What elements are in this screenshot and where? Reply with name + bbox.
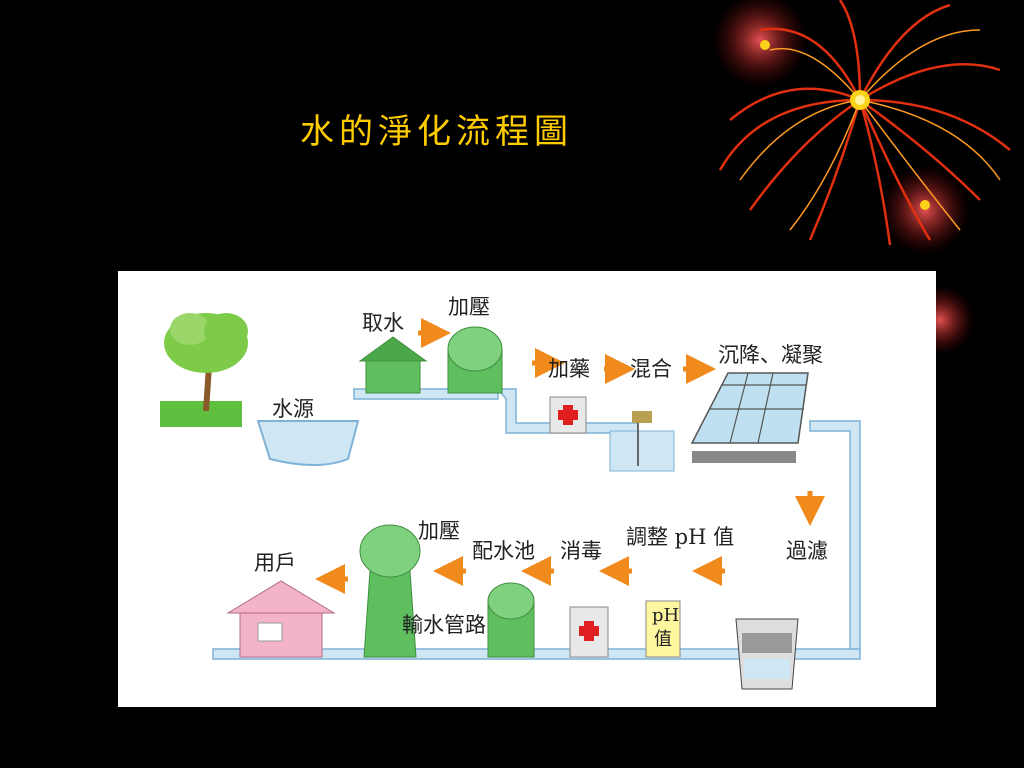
flow-arrows (315, 318, 825, 594)
intake-building (358, 336, 428, 394)
disinfection-box (569, 606, 609, 658)
label-distribution-reservoir: 配水池 (472, 539, 535, 563)
distribution-tank (487, 582, 535, 658)
label-intake: 取水 (362, 311, 404, 335)
user-house-icon (226, 580, 336, 658)
mixing-tank (609, 411, 675, 472)
chemical-box (549, 396, 587, 434)
filtration-tank (735, 618, 799, 690)
tree-icon (160, 313, 248, 427)
label-filtration: 過濾 (786, 539, 828, 563)
label-disinfection: 消毒 (560, 539, 602, 563)
page-title: 水的淨化流程圖 (300, 112, 573, 152)
label-pipeline: 輸水管路 (402, 613, 486, 637)
purification-diagram: 取水 加壓 加藥 混合 沉降、凝聚 水源 過濾 調整 pH 值 加壓 消毒 配水… (118, 271, 936, 707)
label-mixing: 混合 (630, 357, 672, 381)
label-ph-box-line1: pH (652, 605, 680, 626)
label-add-chemicals: 加藥 (548, 357, 590, 381)
label-settling: 沉降、凝聚 (718, 343, 823, 367)
pressurize-tank-top (447, 326, 503, 394)
label-pressurize-bottom: 加壓 (418, 519, 460, 543)
label-pressurize-top: 加壓 (448, 295, 490, 319)
ph-box (645, 600, 681, 658)
water-source-basin (256, 420, 360, 466)
right-pipe (809, 420, 861, 652)
tower-tank (359, 524, 421, 658)
label-user: 用戶 (254, 551, 296, 575)
label-ph-box-line2: 值 (654, 629, 672, 650)
label-water-source: 水源 (272, 397, 314, 421)
settling-tank (690, 372, 809, 463)
label-ph-adjust: 調整 pH 值 (626, 525, 735, 549)
